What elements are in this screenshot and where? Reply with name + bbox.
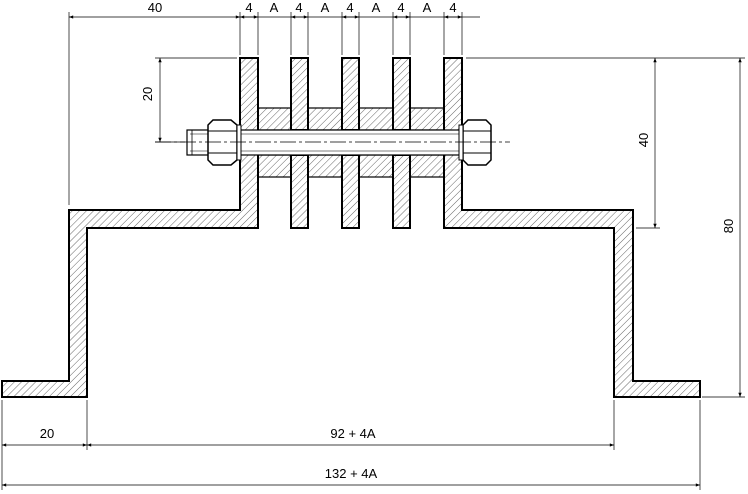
label-gap-2: A (321, 0, 330, 15)
label-gap-4: A (423, 0, 432, 15)
dimension-lines (1, 15, 742, 487)
label-total-height: 80 (721, 219, 736, 233)
fin-3-upper (341, 57, 360, 131)
spacer-1-upper (257, 107, 292, 131)
spacer-4-lower (409, 154, 445, 178)
label-inner-span: 92 + 4A (330, 426, 376, 441)
nut-left (207, 119, 238, 166)
fins-lower (290, 154, 411, 229)
fin-2-upper (290, 57, 309, 131)
label-top-width: 40 (148, 0, 162, 15)
spacer-1-lower (257, 154, 292, 178)
bolt-assembly (155, 119, 510, 166)
fin-2-lower (290, 154, 309, 229)
washer-right (458, 124, 464, 161)
fin-4-lower (392, 154, 411, 229)
label-flange-width: 20 (40, 426, 54, 441)
spacer-3-upper (358, 107, 394, 131)
label-fin-width-4: 4 (397, 0, 404, 15)
label-fin-width-5: 4 (449, 0, 456, 15)
spacer-2-lower (307, 154, 343, 178)
label-gap-1: A (270, 0, 279, 15)
spacer-2-upper (307, 107, 343, 131)
label-inner-height: 40 (636, 133, 651, 147)
label-fin-height: 20 (140, 87, 155, 101)
nut-right (462, 119, 492, 166)
label-overall-width: 132 + 4A (325, 466, 378, 481)
fin-3-lower (341, 154, 360, 229)
spacer-4-upper (409, 107, 445, 131)
dimension-labels: 40 4 A 4 A 4 A 4 A 4 20 40 80 20 92 + 4A… (40, 0, 736, 481)
spacer-3-lower (358, 154, 394, 178)
washer-left (236, 124, 242, 161)
fins-upper (290, 57, 411, 131)
sheet-metal-body (1, 57, 701, 398)
label-fin-width-3: 4 (346, 0, 353, 15)
label-fin-width-1: 4 (245, 0, 252, 15)
fin-4-upper (392, 57, 411, 131)
label-fin-width-2: 4 (295, 0, 302, 15)
label-gap-3: A (372, 0, 381, 15)
